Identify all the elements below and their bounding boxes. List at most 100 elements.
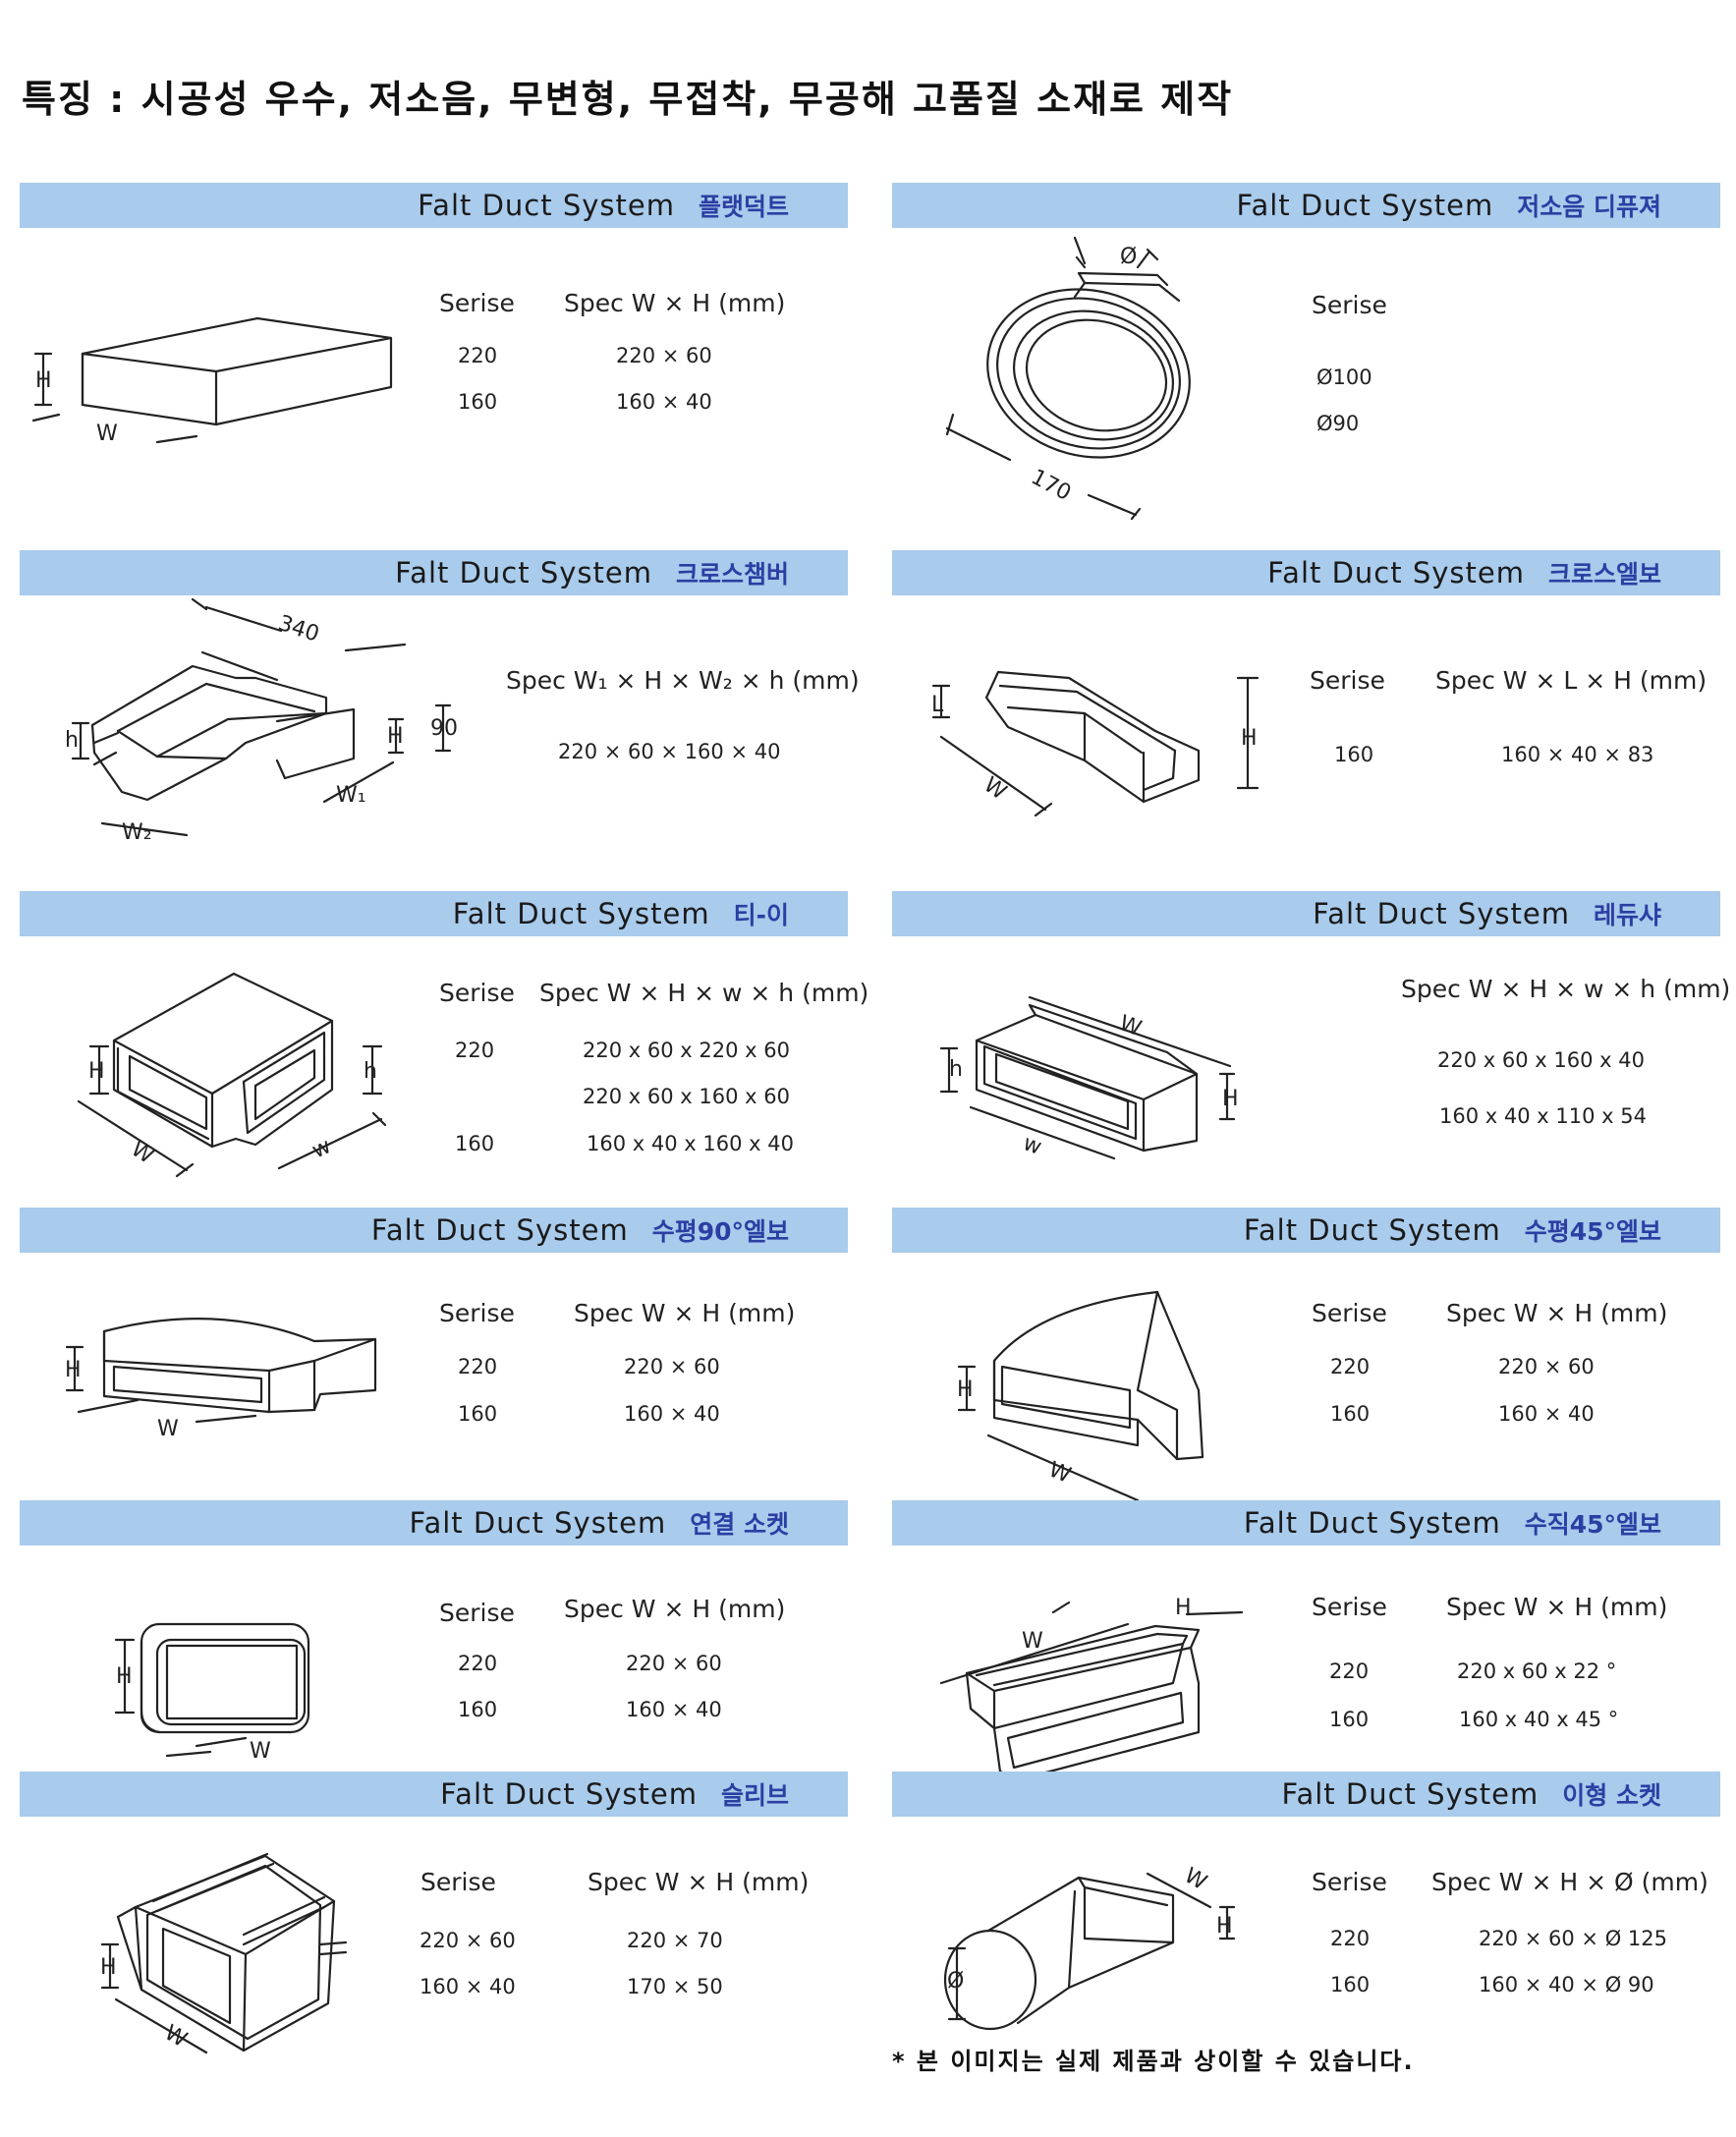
serise-value: 160 (455, 1132, 495, 1155)
system-name: Falt Duct System (1243, 1506, 1501, 1540)
dim-h-label: H (957, 1378, 974, 1402)
serise-value: 220 (1330, 1927, 1371, 1950)
product-name: 저소음 디퓨져 (1517, 193, 1661, 221)
dim-d-label: Ø (947, 1969, 964, 1994)
serise-value: 160 (458, 1402, 498, 1426)
system-name: Falt Duct System (1281, 1777, 1540, 1811)
serise-value: 220 (458, 1355, 498, 1378)
vertical-45-elbow-drawing: W H (939, 1596, 1244, 1781)
dim-length-label: 340 (275, 611, 322, 647)
serise-value: 220 (458, 344, 498, 367)
panel-header: Falt Duct System 레듀샤 (892, 891, 1720, 936)
product-name: 수직45°엘보 (1524, 1510, 1661, 1539)
spec-value: 220 × 60 (626, 1652, 722, 1675)
col-header-spec: Spec W × H × w × h (mm) (539, 979, 869, 1007)
system-name: Falt Duct System (452, 897, 710, 930)
spec-value: 160 × 40 (624, 1402, 720, 1426)
col-header-spec: Spec W × H (mm) (564, 1595, 786, 1623)
cross-chamber-drawing: 340 h H 90 W₁ W₂ (65, 597, 458, 845)
panel-connection-socket: Falt Duct System 연결 소켓 H W Serise Spec W… (20, 1500, 848, 1785)
system-name: Falt Duct System (1313, 897, 1570, 930)
dim-h-label: H (116, 1664, 133, 1689)
spec-value: 220 x 60 x 160 x 40 (1437, 1048, 1645, 1072)
system-name: Falt Duct System (1236, 189, 1494, 222)
spec-value: 160 × 40 (616, 390, 712, 414)
panel-horizontal-90-elbow: Falt Duct System 수평90°엘보 H W Serise Spec… (20, 1208, 848, 1492)
dim-height-label: 90 (430, 716, 458, 741)
serise-value: 160 × 40 (420, 1975, 516, 1998)
col-header-serise: Serise (439, 1299, 515, 1327)
product-name: 수평45°엘보 (1524, 1217, 1661, 1246)
dim-h-label: H (35, 368, 52, 393)
col-header-spec: Spec W × H (mm) (1446, 1593, 1668, 1621)
panel-cross-chamber: Falt Duct System 크로스챔버 340 h H 90 W₁ W₂ … (20, 550, 860, 845)
dim-h-label: H (1241, 726, 1258, 751)
serise-value: 220 (455, 1039, 495, 1062)
dim-h-label: H (1216, 1914, 1233, 1939)
panel-header: Falt Duct System 티-이 (20, 891, 848, 936)
diffuser-drawing: Ø 170 (945, 236, 1191, 521)
serise-value: 160 (1329, 1708, 1370, 1731)
dim-w-label: W (980, 772, 1011, 805)
panel-header: Falt Duct System 크로스챔버 (20, 550, 848, 595)
dim-w-label: W (127, 1137, 158, 1169)
spec-value: 220 x 60 x 22 ° (1457, 1659, 1617, 1683)
col-header-spec: Spec W × L × H (mm) (1435, 666, 1708, 695)
spec-value: 220 x 60 x 220 x 60 (583, 1039, 790, 1062)
horizontal-45-elbow-drawing: H W (957, 1290, 1204, 1502)
reducing-socket-drawing: Ø W H (943, 1864, 1236, 2031)
page-headline: 특징 : 시공성 우수, 저소음, 무변형, 무접착, 무공해 고품질 소재로 … (22, 78, 1234, 121)
serise-value: 220 (458, 1652, 498, 1675)
product-name: 크로스챔버 (675, 560, 789, 589)
dim-h-label: H (387, 724, 404, 749)
panel-low-noise-diffuser: Falt Duct System 저소음 디퓨져 Ø 170 Serise Ø1… (892, 183, 1720, 521)
spec-value: 160 × 40 × Ø 90 (1479, 1973, 1654, 1996)
dim-h-label: H (65, 1358, 82, 1382)
panel-reducing-socket: Falt Duct System 이형 소켓 Ø W H Serise Spec… (892, 1771, 1720, 2056)
col-header-spec: Spec W₁ × H × W₂ × h (mm) (506, 666, 860, 695)
serise-value: 220 (1330, 1355, 1371, 1378)
dim-h-small-label: h (364, 1059, 377, 1084)
spec-value: 220 × 60 × Ø 125 (1479, 1927, 1667, 1950)
spec-value: 170 × 50 (627, 1975, 723, 1998)
serise-value: 160 (1334, 743, 1374, 766)
disclaimer-note: * 본 이미지는 실제 제품과 상이할 수 있습니다. (892, 2048, 1415, 2075)
product-name: 슬리브 (720, 1781, 789, 1810)
spec-value: 160 × 40 (626, 1698, 722, 1721)
spec-value: 160 x 40 x 45 ° (1459, 1708, 1619, 1731)
dim-w-small-label: w (1020, 1131, 1044, 1160)
spec-value: 220 x 60 x 160 x 60 (583, 1085, 790, 1108)
dim-w-label: W (160, 2021, 192, 2053)
system-name: Falt Duct System (440, 1777, 698, 1811)
col-header-spec: Spec W × H (mm) (564, 289, 786, 317)
reducer-drawing: h H W w (939, 995, 1239, 1160)
serise-value: 220 × 60 (420, 1929, 516, 1952)
col-header-serise: Serise (420, 1868, 496, 1896)
cross-elbow-drawing: L W H (931, 670, 1260, 817)
system-name: Falt Duct System (395, 556, 652, 590)
panel-header: Falt Duct System 저소음 디퓨져 (892, 183, 1720, 228)
spec-value: 220 × 60 (624, 1355, 720, 1378)
panel-flat-duct: Falt Duct System 플랫덕트 H W Serise Spec W … (20, 183, 848, 468)
col-header-serise: Serise (439, 979, 515, 1007)
horizontal-90-elbow-drawing: H W (65, 1318, 377, 1441)
panel-header: Falt Duct System 플랫덕트 (20, 183, 848, 228)
panel-header: Falt Duct System 수직45°엘보 (892, 1500, 1720, 1546)
col-header-serise: Serise (1312, 291, 1387, 319)
panel-reducer: Falt Duct System 레듀샤 h H W w Spec W × H … (892, 891, 1730, 1176)
dim-h-small-label: h (65, 728, 79, 753)
serise-value: 220 (1329, 1659, 1370, 1683)
sleeve-drawing: H W (100, 1852, 348, 2054)
spec-value: 160 x 40 x 160 x 40 (587, 1132, 794, 1155)
panel-horizontal-45-elbow: Falt Duct System 수평45°엘보 H W Serise Spec… (892, 1208, 1720, 1502)
panel-header: Falt Duct System 슬리브 (20, 1771, 848, 1817)
dim-w-small-label: w (308, 1134, 335, 1163)
flat-duct-drawing: H W (31, 316, 393, 446)
panel-vertical-45-elbow: Falt Duct System 수직45°엘보 W H Serise Spec… (892, 1500, 1720, 1785)
dim-h-label: H (100, 1955, 117, 1980)
spec-value: 160 × 40 × 83 (1501, 743, 1654, 766)
serise-value: 160 (458, 390, 498, 414)
col-header-serise: Serise (1312, 1868, 1387, 1896)
dim-length-label: 170 (1027, 465, 1075, 506)
spec-value: 160 x 40 x 110 x 54 (1439, 1104, 1647, 1128)
